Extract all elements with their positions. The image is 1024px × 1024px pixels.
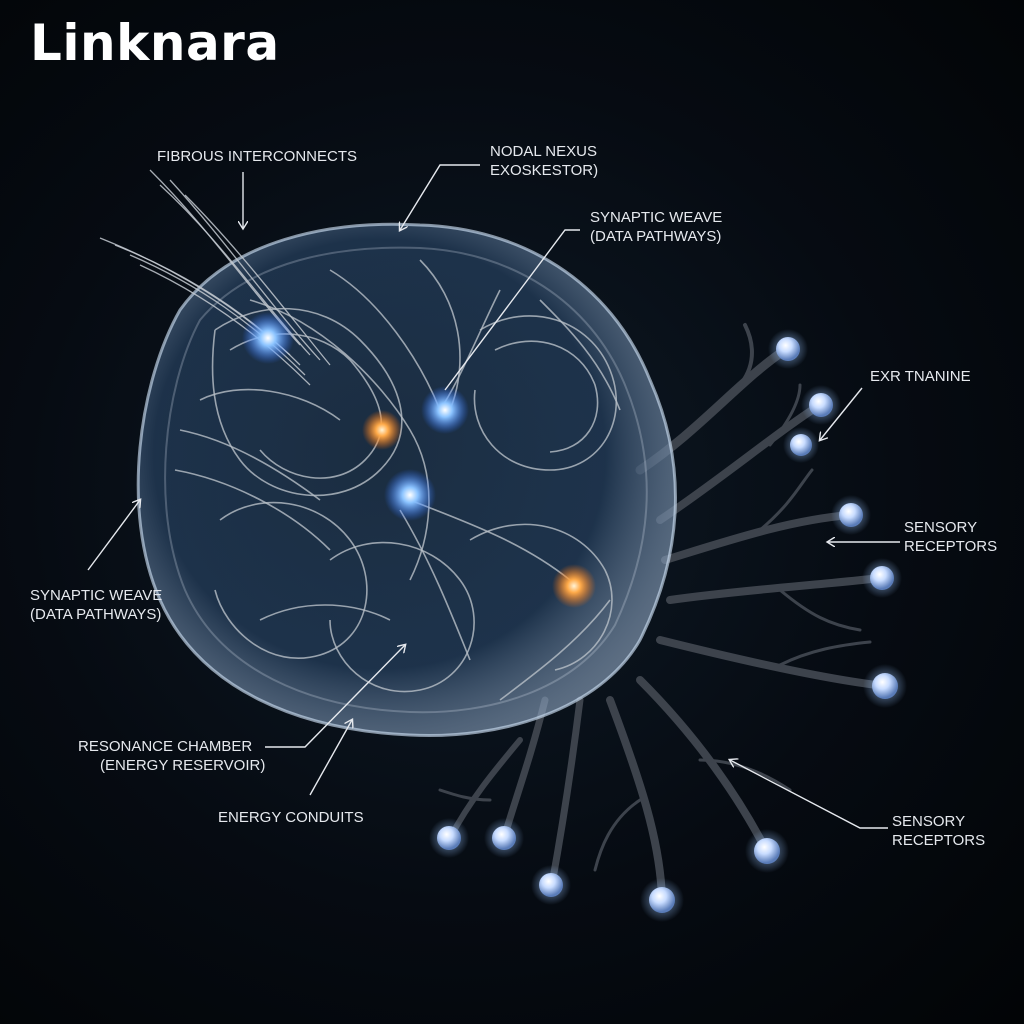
label-fibrous-interconnects: FIBROUS INTERCONNECTS (157, 148, 358, 165)
sensory-bulb (531, 865, 571, 905)
sensory-bulb (640, 878, 684, 922)
page-title: Linknara (30, 14, 280, 72)
glowing-nodes (242, 312, 596, 608)
blue-node (242, 312, 294, 364)
label-exr-tnanine: EXR TNANINE (870, 368, 971, 385)
internal-fibers (174, 259, 621, 701)
leader-nodal (400, 164, 480, 230)
label-sensory-receptors-bottom: SENSORY RECEPTORS (892, 813, 986, 849)
orange-node (552, 564, 596, 608)
sensory-bulb (783, 427, 819, 463)
label-synaptic-weave-top: SYNAPTIC WEAVE (DATA PATHWAYS) (590, 209, 723, 245)
label-sensory-receptors-mid: SENSORY RECEPTORS (904, 519, 998, 555)
sensory-bulb (745, 829, 789, 873)
blue-node (421, 386, 469, 434)
leader-synaptic-left (87, 500, 140, 571)
sensory-bulb (863, 664, 907, 708)
blue-node (384, 469, 436, 521)
sensory-bulb (768, 329, 808, 369)
sensory-bulb (801, 385, 841, 425)
sensory-bulb (429, 818, 469, 858)
label-nodal-nexus: NODAL NEXUS EXOSKESTOR) (490, 143, 599, 179)
sensory-bulb (484, 818, 524, 858)
leader-lines (87, 164, 900, 829)
leader-energy (309, 720, 352, 796)
sensory-bulb (862, 558, 902, 598)
leader-resonance (265, 645, 405, 748)
leader-exr (820, 387, 863, 440)
leader-synaptic-top (444, 229, 580, 391)
dendrite-tendrils (438, 323, 889, 902)
sensory-bulb (831, 495, 871, 535)
leader-sensory-bottom (730, 760, 888, 829)
label-synaptic-weave-left: SYNAPTIC WEAVE (DATA PATHWAYS) (30, 587, 163, 623)
label-energy-conduits: ENERGY CONDUITS (218, 809, 364, 826)
sensory-bulbs (429, 329, 907, 922)
label-resonance-chamber: RESONANCE CHAMBER (ENERGY RESERVOIR) (78, 738, 266, 774)
orange-node (362, 410, 402, 450)
